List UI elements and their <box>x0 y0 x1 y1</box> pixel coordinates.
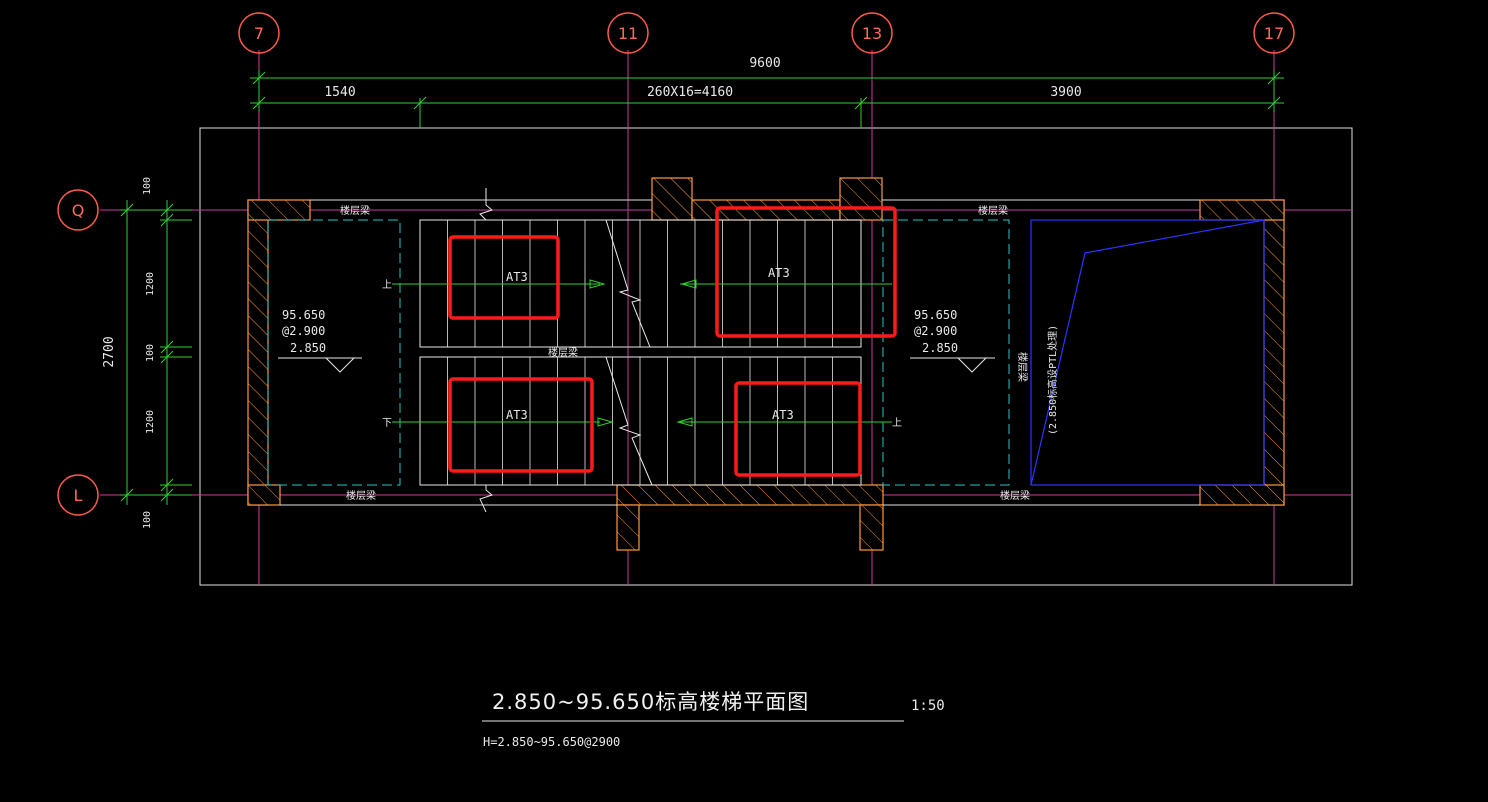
svg-text:L: L <box>74 486 83 505</box>
dim-v-mid: 100 <box>145 344 156 362</box>
svg-text:11: 11 <box>618 24 638 43</box>
highlight-box-3 <box>448 377 594 473</box>
svg-text:@2.900: @2.900 <box>282 324 325 338</box>
axis-bubble-7: 7 <box>238 12 280 54</box>
svg-text:95.650: 95.650 <box>282 308 325 322</box>
highlight-boxes <box>448 206 897 477</box>
landing-elevation-right: 95.650 @2.900 2.850 <box>910 308 995 373</box>
axis-bubble-Q: Q <box>57 189 99 231</box>
drawing-title: 2.850~95.650标高楼梯平面图 <box>492 690 809 714</box>
up-label-right: 上 <box>892 417 902 429</box>
up-label-left: 上 <box>382 279 392 291</box>
highlight-box-2 <box>715 206 897 338</box>
svg-text:Q: Q <box>72 201 85 220</box>
dimension-lines-horizontal <box>250 70 1284 128</box>
drawing-subtitle: H=2.850~95.650@2900 <box>483 735 620 749</box>
axis-bubble-17: 17 <box>1253 12 1295 54</box>
down-label-left: 下 <box>382 418 392 429</box>
dim-v-flight1: 1200 <box>145 272 156 296</box>
highlight-box-1 <box>448 235 560 320</box>
at3-label-2: AT3 <box>768 266 790 280</box>
svg-text:7: 7 <box>254 24 264 43</box>
stair-flight-lower <box>419 356 862 486</box>
landing-elevation-left: 95.650 @2.900 2.850 <box>278 308 362 373</box>
at3-label-1: AT3 <box>506 270 528 284</box>
dim-right-segment: 3900 <box>1050 85 1081 100</box>
dim-v-flight2: 1200 <box>145 410 156 434</box>
blue-opening <box>1030 219 1265 486</box>
highlight-box-4 <box>734 381 862 477</box>
svg-text:2.850: 2.850 <box>290 341 326 355</box>
dim-v-top: 100 <box>142 177 153 195</box>
beam-label-top-left: 楼层梁 <box>340 204 370 217</box>
stair-treads <box>447 220 833 485</box>
svg-text:13: 13 <box>862 24 882 43</box>
walking-lines <box>392 279 892 427</box>
beam-label-bottom-left: 楼层梁 <box>346 489 376 502</box>
drawing-scale: 1:50 <box>911 698 945 714</box>
beam-label-bottom-right: 楼层梁 <box>1000 489 1030 502</box>
svg-text:2.850: 2.850 <box>922 341 958 355</box>
drawing-frame <box>199 127 1353 586</box>
stair-walls <box>247 177 1285 551</box>
landing-outlines <box>267 219 1010 486</box>
svg-text:95.650: 95.650 <box>914 308 957 322</box>
dim-overall: 9600 <box>749 56 780 71</box>
blue-note: (2.850标高设PTL处理) <box>1046 325 1059 435</box>
at3-label-3: AT3 <box>506 408 528 422</box>
dim-vertical-total: 2700 <box>102 336 117 367</box>
beam-label-vertical: 楼层梁 <box>1016 352 1029 382</box>
axis-bubble-L: L <box>57 474 99 516</box>
beam-label-mid: 楼层梁 <box>548 346 578 359</box>
dimension-lines-vertical <box>120 200 192 505</box>
dim-v-bottom: 100 <box>142 511 153 529</box>
svg-text:17: 17 <box>1264 24 1284 43</box>
at3-label-4: AT3 <box>772 408 794 422</box>
axis-bubble-13: 13 <box>851 12 893 54</box>
dim-left-segment: 1540 <box>324 85 355 100</box>
beam-edges <box>280 199 1200 506</box>
dim-middle-segment: 260X16=4160 <box>647 85 733 100</box>
beam-label-top-right: 楼层梁 <box>978 204 1008 217</box>
svg-text:@2.900: @2.900 <box>914 324 957 338</box>
break-lines <box>479 188 653 513</box>
axis-bubble-11: 11 <box>607 12 649 54</box>
